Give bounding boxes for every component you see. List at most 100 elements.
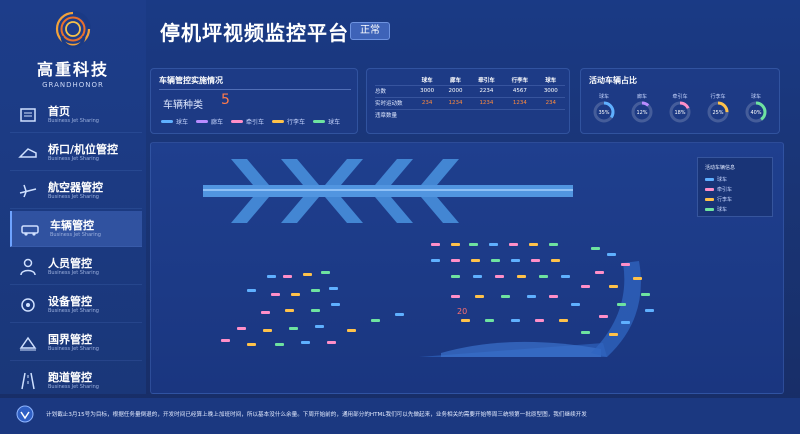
- vehicle-marker[interactable]: [485, 319, 494, 322]
- vehicle-marker[interactable]: [571, 303, 580, 306]
- vehicle-marker[interactable]: [451, 295, 460, 298]
- vehicle-marker[interactable]: [535, 319, 544, 322]
- info-icon[interactable]: [16, 405, 34, 423]
- sidebar-item-label: 车辆管控: [50, 218, 94, 232]
- vehicle-marker[interactable]: [529, 243, 538, 246]
- row-label: 总数: [375, 84, 413, 97]
- vehicle-marker[interactable]: [645, 309, 654, 312]
- vehicle-marker[interactable]: [329, 287, 338, 290]
- sidebar-item-bridge[interactable]: 桥口/机位管控 Business Jet Sharing: [10, 135, 142, 171]
- vehicle-marker[interactable]: [311, 309, 320, 312]
- vehicle-marker[interactable]: [471, 259, 480, 262]
- vehicle-marker[interactable]: [511, 259, 520, 262]
- table-row: 实时运动数 234 1234 1234 1234 234: [375, 96, 565, 109]
- vehicle-marker[interactable]: [285, 309, 294, 312]
- vehicle-marker[interactable]: [609, 285, 618, 288]
- vehicle-marker[interactable]: [395, 313, 404, 316]
- vehicle-marker[interactable]: [451, 275, 460, 278]
- vehicle-marker[interactable]: [621, 321, 630, 324]
- vehicle-marker[interactable]: [599, 315, 608, 318]
- vehicle-marker[interactable]: [283, 275, 292, 278]
- vehicle-marker[interactable]: [431, 243, 440, 246]
- vehicle-marker[interactable]: [531, 259, 540, 262]
- vehicle-marker[interactable]: [581, 285, 590, 288]
- vehicle-marker[interactable]: [469, 243, 478, 246]
- brand-logo[interactable]: 高重科技 GRANDHONOR: [0, 10, 146, 89]
- table-cell: [441, 108, 470, 121]
- vehicle-marker[interactable]: [321, 271, 330, 274]
- vehicle-marker[interactable]: [509, 243, 518, 246]
- vehicle-marker[interactable]: [311, 289, 320, 292]
- vehicle-marker[interactable]: [271, 293, 280, 296]
- vehicle-marker[interactable]: [347, 329, 356, 332]
- vehicle-marker[interactable]: [551, 259, 560, 262]
- vehicle-marker[interactable]: [237, 327, 246, 330]
- vehicle-marker[interactable]: [289, 327, 298, 330]
- apron-map[interactable]: 20 活动车辆信息 球车 牵引车 行李车 球车: [150, 142, 784, 394]
- vehicle-marker[interactable]: [489, 243, 498, 246]
- vehicle-marker[interactable]: [461, 319, 470, 322]
- vehicle-marker[interactable]: [495, 275, 504, 278]
- sidebar-item-label: 国界管控: [48, 332, 92, 346]
- vehicle-marker[interactable]: [247, 343, 256, 346]
- table-cell: 3000: [413, 84, 442, 97]
- vehicle-kind-count: 5: [221, 92, 230, 108]
- vehicle-marker[interactable]: [267, 275, 276, 278]
- vehicle-marker[interactable]: [221, 339, 230, 342]
- vehicle-marker[interactable]: [595, 271, 604, 274]
- vehicle-marker[interactable]: [247, 289, 256, 292]
- vehicle-marker[interactable]: [549, 243, 558, 246]
- sidebar-item-runway[interactable]: 跑道管控 Business Jet Sharing: [10, 363, 142, 399]
- row-label: 实时运动数: [375, 96, 413, 109]
- sidebar-item-vehicle[interactable]: 车辆管控 Business Jet Sharing: [10, 211, 142, 247]
- vehicle-marker[interactable]: [621, 263, 630, 266]
- vehicle-marker[interactable]: [491, 259, 500, 262]
- vehicle-marker[interactable]: [511, 319, 520, 322]
- vehicle-marker[interactable]: [431, 259, 440, 262]
- vehicle-marker[interactable]: [275, 343, 284, 346]
- vehicle-marker[interactable]: [591, 247, 600, 250]
- vehicle-marker[interactable]: [301, 341, 310, 344]
- vehicle-marker[interactable]: [451, 259, 460, 262]
- sidebar-item-aircraft[interactable]: 航空器管控 Business Jet Sharing: [10, 173, 142, 209]
- vehicle-marker[interactable]: [473, 275, 482, 278]
- vehicle-marker[interactable]: [327, 341, 336, 344]
- vehicle-marker[interactable]: [261, 311, 270, 314]
- legend-item: 球车: [313, 117, 340, 126]
- vehicle-marker[interactable]: [315, 325, 324, 328]
- vehicle-marker[interactable]: [303, 273, 312, 276]
- table-cell: [536, 108, 565, 121]
- vehicle-marker[interactable]: [581, 331, 590, 334]
- vehicle-marker[interactable]: [501, 295, 510, 298]
- vehicle-marker[interactable]: [291, 293, 300, 296]
- legend-swatch: [272, 120, 285, 123]
- vehicle-marker[interactable]: [607, 253, 616, 256]
- vehicle-marker[interactable]: [517, 275, 526, 278]
- taxiway-curve: [591, 261, 641, 357]
- vehicle-marker[interactable]: [617, 303, 626, 306]
- vehicle-marker[interactable]: [331, 303, 340, 306]
- vehicle-markers: [221, 243, 654, 346]
- sidebar-item-home[interactable]: 首页 Business Jet Sharing: [10, 97, 142, 133]
- vehicle-marker[interactable]: [263, 329, 272, 332]
- vehicle-marker[interactable]: [371, 319, 380, 322]
- sidebar-item-device[interactable]: 设备管控 Business Jet Sharing: [10, 287, 142, 323]
- sidebar-item-border[interactable]: 国界管控 Business Jet Sharing: [10, 325, 142, 361]
- vehicle-marker[interactable]: [451, 243, 460, 246]
- vehicle-marker[interactable]: [559, 319, 568, 322]
- vehicle-marker[interactable]: [475, 295, 484, 298]
- vehicle-marker[interactable]: [609, 333, 618, 336]
- map-vehicle-count: 20: [457, 307, 468, 316]
- vehicle-marker[interactable]: [633, 277, 642, 280]
- donut-percent: 40%: [750, 110, 761, 116]
- vehicle-marker[interactable]: [527, 295, 536, 298]
- sidebar-item-person[interactable]: 人员管控 Business Jet Sharing: [10, 249, 142, 285]
- vehicle-marker[interactable]: [539, 275, 548, 278]
- donut-label: 球车: [598, 94, 609, 100]
- brand-name: 高重科技: [36, 60, 109, 79]
- legend-item: 牵引车: [231, 117, 264, 126]
- vehicle-marker[interactable]: [549, 295, 558, 298]
- vehicle-marker[interactable]: [641, 293, 650, 296]
- vehicle-marker[interactable]: [561, 275, 570, 278]
